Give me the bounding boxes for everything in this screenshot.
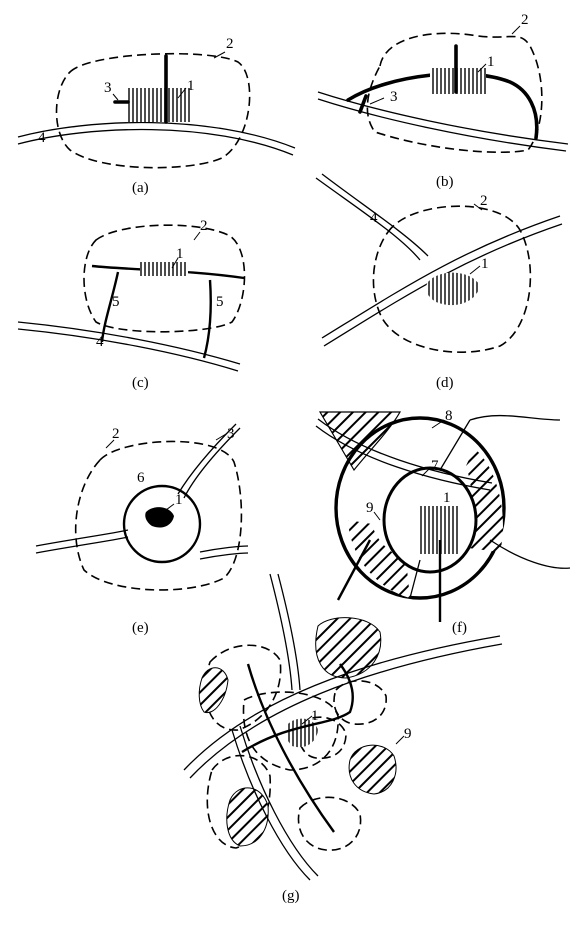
panel-g: 1 9 (g) bbox=[183, 573, 503, 904]
label-9: 9 bbox=[404, 726, 412, 742]
label-2: 2 bbox=[226, 36, 234, 52]
label-3: 3 bbox=[390, 89, 398, 105]
caption-b: (b) bbox=[436, 174, 454, 190]
label-5: 5 bbox=[216, 294, 224, 310]
label-4: 4 bbox=[370, 210, 378, 226]
panel-f: 8 7 1 9 (f) bbox=[315, 408, 571, 636]
label-1: 1 bbox=[311, 708, 319, 724]
label-4: 4 bbox=[38, 130, 46, 146]
label-1: 1 bbox=[443, 490, 451, 506]
caption-c: (c) bbox=[132, 375, 149, 391]
label-1: 1 bbox=[176, 246, 184, 262]
label-9: 9 bbox=[366, 500, 374, 516]
panel-d: 1 2 4 (d) bbox=[315, 173, 563, 391]
settlement-hatch bbox=[128, 88, 190, 122]
panel-c: 1 2 4 5 5 (c) bbox=[17, 218, 246, 391]
label-2: 2 bbox=[200, 218, 208, 234]
panel-e: 1 2 3 6 (e) bbox=[35, 423, 249, 636]
panel-a: 1 2 3 4 (a) bbox=[17, 36, 296, 196]
caption-a: (a) bbox=[132, 180, 149, 196]
label-7: 7 bbox=[431, 458, 439, 474]
label-1: 1 bbox=[187, 78, 195, 94]
caption-f: (f) bbox=[452, 620, 467, 636]
label-3: 3 bbox=[104, 80, 112, 96]
label-2: 2 bbox=[521, 12, 529, 28]
caption-d: (d) bbox=[436, 375, 454, 391]
caption-g: (g) bbox=[282, 888, 300, 904]
label-2: 2 bbox=[112, 426, 120, 442]
label-3: 3 bbox=[227, 426, 235, 442]
label-8: 8 bbox=[445, 408, 453, 424]
label-1: 1 bbox=[481, 256, 489, 272]
label-1: 1 bbox=[487, 54, 495, 70]
label-1: 1 bbox=[175, 492, 183, 508]
panel-b: 1 2 3 (b) bbox=[317, 12, 569, 190]
caption-e: (e) bbox=[132, 620, 149, 636]
label-6: 6 bbox=[137, 470, 145, 486]
label-5: 5 bbox=[112, 294, 120, 310]
label-4: 4 bbox=[96, 334, 104, 350]
label-2: 2 bbox=[480, 193, 488, 209]
